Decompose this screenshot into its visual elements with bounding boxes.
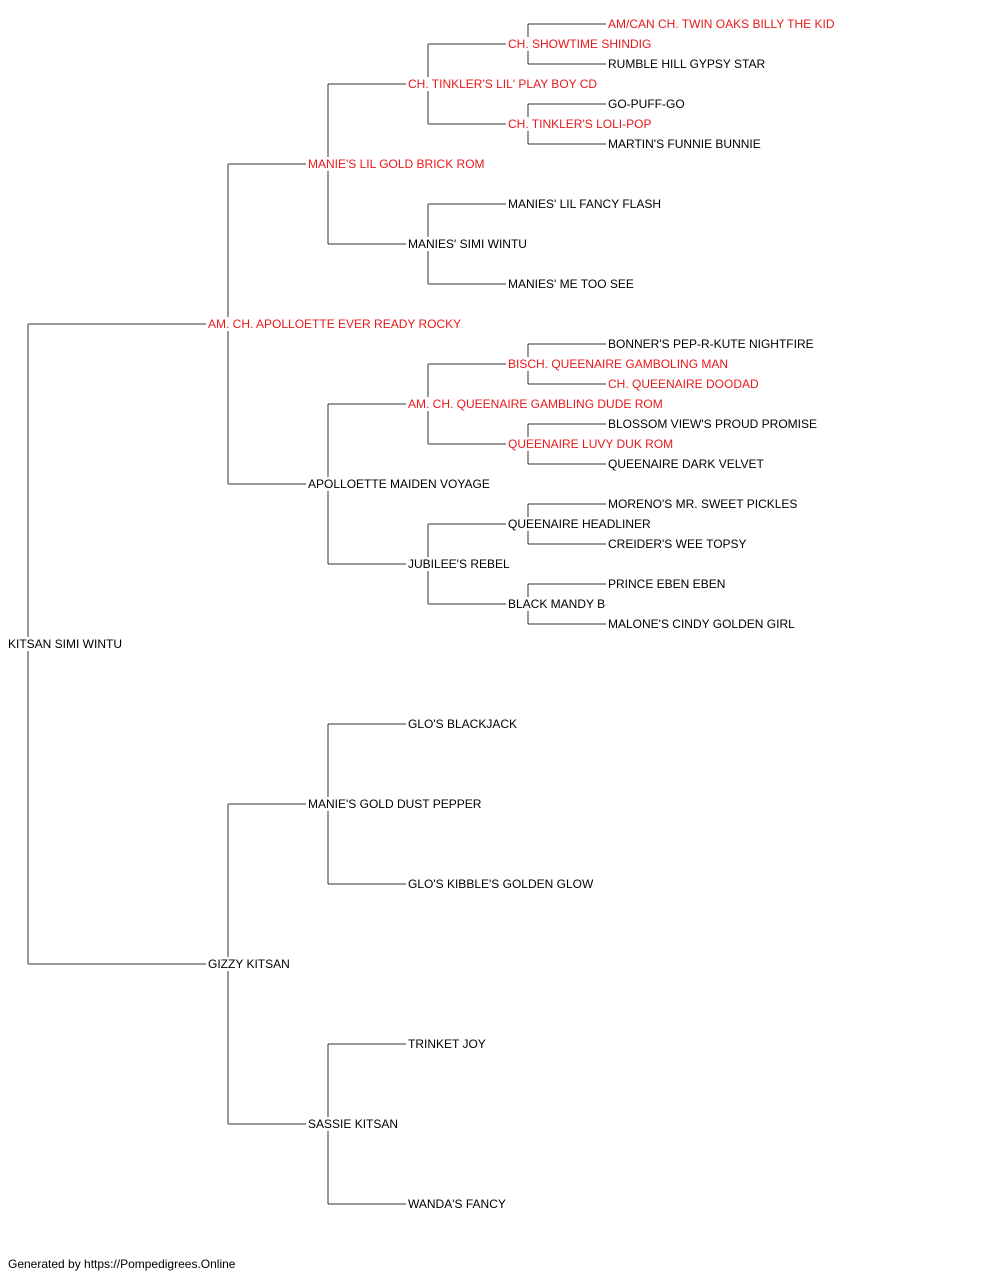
ancestor-name: APOLLOETTE MAIDEN VOYAGE xyxy=(306,477,492,491)
ancestor-name: MANIE'S GOLD DUST PEPPER xyxy=(306,797,484,811)
ancestor-name: CH. QUEENAIRE DOODAD xyxy=(606,377,761,391)
ancestor-name: GLO'S BLACKJACK xyxy=(406,717,519,731)
ancestor-name: CH. SHOWTIME SHINDIG xyxy=(506,37,654,51)
ancestor-name: GIZZY KITSAN xyxy=(206,957,292,971)
ancestor-name: MANIES' SIMI WINTU xyxy=(406,237,529,251)
ancestor-name: GLO'S KIBBLE'S GOLDEN GLOW xyxy=(406,877,596,891)
ancestor-name: BISCH. QUEENAIRE GAMBOLING MAN xyxy=(506,357,731,371)
ancestor-name: JUBILEE'S REBEL xyxy=(406,557,512,571)
ancestor-name: GO-PUFF-GO xyxy=(606,97,687,111)
ancestor-name: QUEENAIRE HEADLINER xyxy=(506,517,653,531)
ancestor-name: TRINKET JOY xyxy=(406,1037,488,1051)
ancestor-name: SASSIE KITSAN xyxy=(306,1117,401,1131)
ancestor-name: WANDA'S FANCY xyxy=(406,1197,508,1211)
ancestor-name: QUEENAIRE LUVY DUK ROM xyxy=(506,437,676,451)
ancestor-name: CREIDER'S WEE TOPSY xyxy=(606,537,749,551)
ancestor-name: BONNER'S PEP-R-KUTE NIGHTFIRE xyxy=(606,337,816,351)
generator-credit: Generated by https://Pompedigrees.Online xyxy=(8,1257,236,1271)
ancestor-name: PRINCE EBEN EBEN xyxy=(606,577,728,591)
ancestor-name: MANIE'S LIL GOLD BRICK ROM xyxy=(306,157,487,171)
subject-name: KITSAN SIMI WINTU xyxy=(6,637,124,651)
ancestor-name: AM/CAN CH. TWIN OAKS BILLY THE KID xyxy=(606,17,837,31)
ancestor-name: CH. TINKLER'S LIL' PLAY BOY CD xyxy=(406,77,600,91)
ancestor-name: MARTIN'S FUNNIE BUNNIE xyxy=(606,137,763,151)
ancestor-name: AM. CH. QUEENAIRE GAMBLING DUDE ROM xyxy=(406,397,665,411)
ancestor-name: QUEENAIRE DARK VELVET xyxy=(606,457,766,471)
ancestor-name: AM. CH. APOLLOETTE EVER READY ROCKY xyxy=(206,317,464,331)
ancestor-name: BLACK MANDY B xyxy=(506,597,608,611)
ancestor-name: RUMBLE HILL GYPSY STAR xyxy=(606,57,768,71)
ancestor-name: MANIES' LIL FANCY FLASH xyxy=(506,197,664,211)
ancestor-name: MANIES' ME TOO SEE xyxy=(506,277,636,291)
ancestor-name: MALONE'S CINDY GOLDEN GIRL xyxy=(606,617,797,631)
ancestor-name: MORENO'S MR. SWEET PICKLES xyxy=(606,497,800,511)
ancestor-name: CH. TINKLER'S LOLI-POP xyxy=(506,117,654,131)
ancestor-name: BLOSSOM VIEW'S PROUD PROMISE xyxy=(606,417,819,431)
